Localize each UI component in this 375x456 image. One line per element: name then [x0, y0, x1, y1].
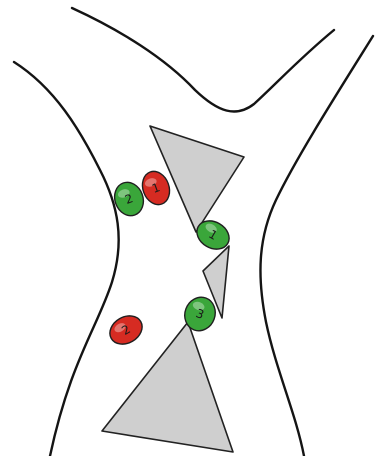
wall-right: [260, 36, 373, 456]
wall-left: [14, 62, 119, 456]
wall-top-curve: [72, 8, 334, 112]
marker-red-2: 2: [105, 310, 147, 350]
